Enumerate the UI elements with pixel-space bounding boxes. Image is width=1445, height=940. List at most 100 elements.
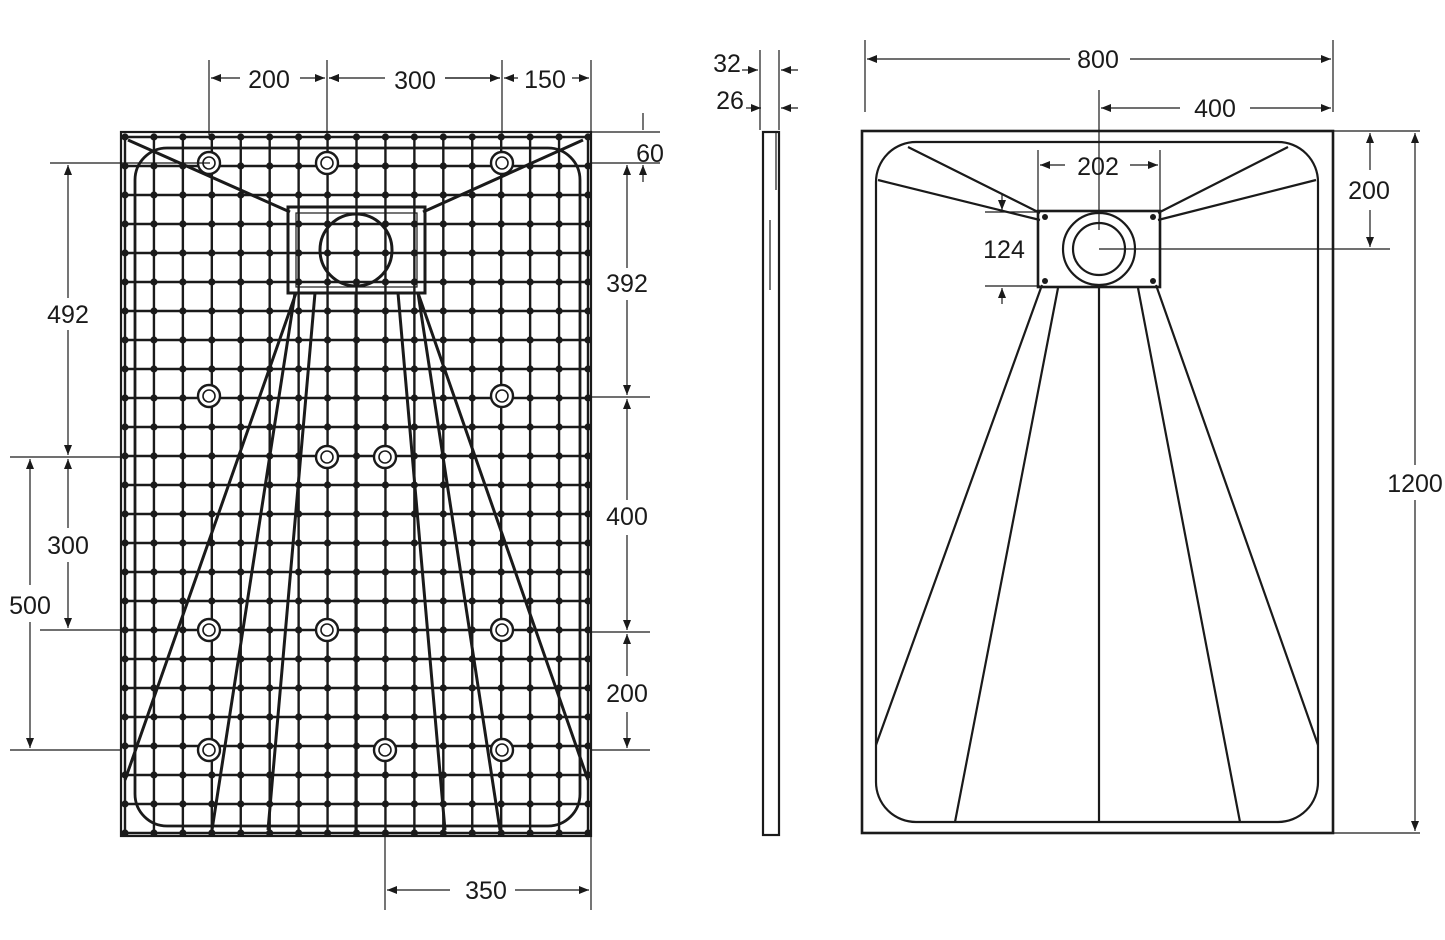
grid-node (208, 771, 216, 779)
grid-node (295, 278, 303, 286)
grid-node (121, 133, 129, 141)
grid-node (323, 394, 332, 402)
grid-node (410, 655, 418, 663)
grid-node (295, 800, 303, 808)
grid-node (266, 133, 274, 141)
grid-node (237, 133, 245, 141)
grid-node (121, 742, 129, 750)
grid-node (410, 829, 418, 837)
grid-node (439, 162, 447, 170)
grid-node (266, 597, 274, 605)
grid-node (323, 742, 332, 750)
grid-node (179, 713, 187, 721)
grid-node (526, 278, 534, 286)
grid-node (410, 684, 418, 692)
mounting-hole (202, 389, 216, 403)
grid-node (381, 423, 390, 431)
grid-node (555, 133, 563, 141)
mounting-hole (378, 450, 392, 464)
grid-node (555, 568, 563, 576)
grid-node (526, 365, 534, 373)
grid-node (266, 539, 274, 547)
grid-node (352, 278, 361, 286)
grid-node (468, 568, 476, 576)
grid-node (323, 278, 332, 286)
grid-node (555, 626, 563, 634)
grid-node (121, 365, 129, 373)
grid-node (179, 742, 187, 750)
grid-node (526, 510, 534, 518)
grid-node (352, 249, 361, 257)
grid-node (439, 307, 447, 315)
grid-node (555, 481, 563, 489)
grid-node (121, 713, 129, 721)
grid-node (150, 829, 158, 837)
grid-node (468, 539, 476, 547)
grid-node (237, 539, 245, 547)
grid-node (584, 510, 592, 518)
grid-node (526, 800, 534, 808)
mounting-holes (196, 150, 515, 763)
mounting-hole (320, 623, 334, 637)
grid-node (150, 336, 158, 344)
grid-node (323, 307, 332, 315)
grid-node (150, 713, 158, 721)
grid-node (439, 510, 447, 518)
grid-node (584, 713, 592, 721)
grid-node (381, 278, 390, 286)
grid-node (121, 162, 129, 170)
grid-node (381, 568, 390, 576)
grid-node (323, 249, 332, 257)
grid-node (381, 713, 390, 721)
grid-node (150, 365, 158, 373)
tray-outline (860, 129, 1335, 835)
grid-node (121, 191, 129, 199)
mounting-hole (202, 623, 216, 637)
grid-node (584, 829, 592, 837)
grid-node (150, 307, 158, 315)
grid-node (439, 394, 447, 402)
grid-node (237, 829, 245, 837)
grid-node (381, 481, 390, 489)
grid-node (121, 539, 129, 547)
grid-node (237, 220, 245, 228)
grid-node (121, 800, 129, 808)
grid-node (150, 771, 158, 779)
grid-node (555, 307, 563, 315)
grid-node (208, 423, 216, 431)
grid-node (497, 423, 505, 431)
grid-node (526, 481, 534, 489)
grid-node (208, 307, 216, 315)
grid-node (526, 336, 534, 344)
grid-node (584, 742, 592, 750)
grid-node (410, 742, 418, 750)
grid-node (179, 336, 187, 344)
grid-node (121, 481, 129, 489)
grid-node (439, 336, 447, 344)
side-profile (761, 130, 781, 837)
grid-node (323, 713, 332, 721)
grid-node (295, 771, 303, 779)
dim-1200: 1200 (1387, 470, 1443, 498)
top-view: 800 400 202 124 200 1200 (862, 40, 1443, 833)
mounting-hole (314, 617, 340, 643)
grid-node (150, 278, 158, 286)
grid-node (381, 684, 390, 692)
grid-node (295, 684, 303, 692)
grid-node (179, 655, 187, 663)
grid-node (208, 278, 216, 286)
grid-node (497, 249, 505, 257)
grid-node (410, 597, 418, 605)
grid-node (323, 771, 332, 779)
grid-node (150, 249, 158, 257)
grid-node (468, 307, 476, 315)
grid-node (266, 713, 274, 721)
grid-node (526, 249, 534, 257)
grid-node (526, 626, 534, 634)
grid-node (150, 742, 158, 750)
grid-node (266, 626, 274, 634)
grid-node (526, 191, 534, 199)
grid-node (497, 133, 505, 141)
grid-node (584, 539, 592, 547)
grid-node (555, 510, 563, 518)
